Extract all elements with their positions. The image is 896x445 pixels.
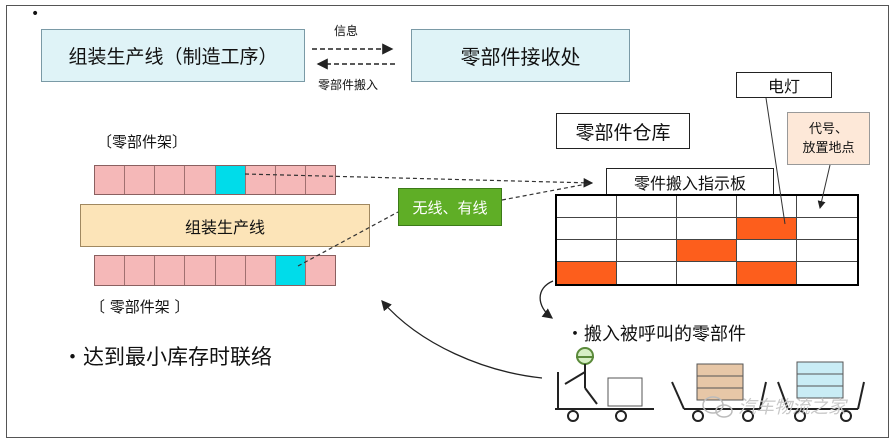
- rack-cell: [185, 166, 216, 194]
- rack-cell: [305, 256, 335, 285]
- rack-label-bottom: 〔 零部件架 〕: [90, 298, 190, 316]
- tugger-cart-icon: [555, 347, 654, 422]
- code-location-box: 代号、 放置地点: [787, 112, 870, 165]
- board-cell: [797, 262, 857, 284]
- board-to-delivery-arrow: [539, 280, 554, 319]
- rack-cell: [155, 166, 186, 194]
- board-cell: [557, 196, 617, 218]
- board-cell: [677, 262, 737, 284]
- rack-cell: [155, 256, 186, 285]
- receiving-point-label: 零部件接收处: [460, 45, 581, 69]
- bottom-rack-signal-line-b: [501, 182, 593, 201]
- rack-cell-called: [215, 166, 246, 194]
- instruction-board-grid: [555, 194, 859, 286]
- rack-label-top: 〔零部件架〕: [97, 133, 188, 151]
- board-cell: [797, 240, 857, 262]
- board-cell: [617, 262, 677, 284]
- parts-delivery-label: 零部件搬入: [318, 78, 379, 92]
- board-cell-lit: [737, 218, 797, 240]
- code-pointer-line: [817, 164, 831, 209]
- receiving-point-box: 零部件接收处: [411, 29, 630, 82]
- assembly-line-process-box: 组装生产线（制造工序）: [41, 29, 305, 82]
- rack-cell: [245, 166, 276, 194]
- board-cell: [557, 218, 617, 240]
- board-cell-lit: [677, 240, 737, 262]
- parts-rack-top: [94, 165, 336, 195]
- board-cell: [737, 240, 797, 262]
- return-to-line-arrow: [381, 300, 543, 379]
- board-cell: [617, 240, 677, 262]
- parts-rack-bottom: [94, 255, 336, 286]
- board-cell: [797, 218, 857, 240]
- called-parts-note: ・搬入被呼叫的零部件: [566, 324, 746, 345]
- info-label: 信息: [334, 24, 359, 38]
- wireless-wired-box: 无线、有线: [398, 188, 502, 226]
- board-cell: [677, 196, 737, 218]
- assembly-line-label: 组装生产线: [184, 217, 265, 237]
- rack-cell: [125, 166, 156, 194]
- code-location-line1: 代号、: [808, 121, 848, 137]
- board-cell: [617, 196, 677, 218]
- bullet-dot: •: [31, 6, 40, 22]
- top-rack-signal-line: [244, 173, 594, 188]
- trailer-cart-2-icon: [777, 361, 865, 422]
- board-cell: [677, 218, 737, 240]
- rack-cell-called: [275, 256, 306, 285]
- rack-cell: [245, 256, 276, 285]
- lamp-pointer-line: [765, 97, 786, 225]
- bottom-rack-signal-line-a: [297, 211, 399, 267]
- rack-cell: [125, 256, 156, 285]
- watermark-text: 汽车物流之家: [738, 397, 846, 418]
- warehouse-label: 零部件仓库: [575, 121, 671, 144]
- rack-cell: [275, 166, 306, 194]
- assembly-line-bar: 组装生产线: [80, 204, 370, 247]
- board-cell-lit: [557, 262, 617, 284]
- lamp-box: 电灯: [736, 72, 832, 98]
- rack-cell: [305, 166, 335, 194]
- rack-cell: [95, 256, 126, 285]
- wireless-wired-label: 无线、有线: [412, 198, 488, 217]
- outer-frame: [6, 5, 889, 438]
- rack-cell: [215, 256, 246, 285]
- lamp-label: 电灯: [767, 77, 800, 96]
- board-cell: [557, 240, 617, 262]
- rack-cell: [95, 166, 126, 194]
- instruction-board-title: 零件搬入指示板: [633, 173, 746, 193]
- minimum-stock-contact-note: ・达到最小库存时联络: [62, 345, 272, 369]
- warehouse-box: 零部件仓库: [556, 113, 690, 149]
- board-cell: [617, 218, 677, 240]
- rack-cell: [185, 256, 216, 285]
- assembly-line-process-label: 组装生产线（制造工序）: [68, 46, 278, 68]
- board-cell-lit: [737, 262, 797, 284]
- wechat-watermark-icon: [702, 396, 733, 418]
- code-location-line2: 放置地点: [802, 140, 855, 156]
- board-cell: [797, 196, 857, 218]
